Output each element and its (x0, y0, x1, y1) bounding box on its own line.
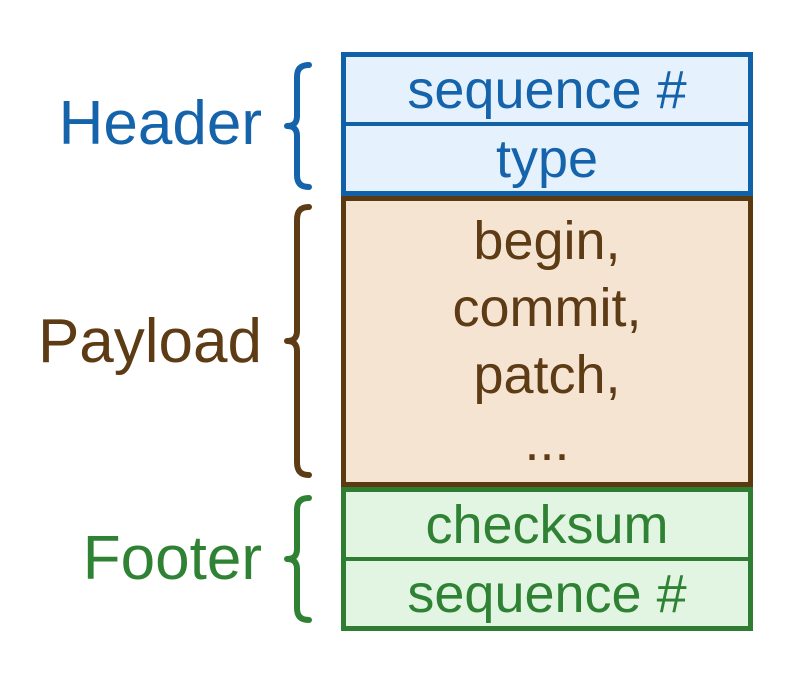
header-section-label: Header (58, 89, 262, 158)
payload-line-patch: patch, (473, 344, 621, 405)
payload-box: begin, commit, patch, ... (341, 196, 753, 487)
payload-line-commit: commit, (452, 277, 642, 338)
footer-box: checksum sequence # (341, 487, 753, 631)
footer-brace-icon (284, 495, 312, 623)
payload-section-label: Payload (37, 306, 262, 376)
header-cell-sequence-number: sequence # (346, 57, 748, 126)
footer-cell-sequence-number: sequence # (407, 563, 687, 624)
payload-brace-icon (284, 204, 312, 478)
footer-cell-checksum: checksum (346, 492, 748, 561)
footer-section-label: Footer (82, 524, 262, 593)
payload-line-ellipsis: ... (524, 411, 570, 472)
header-brace-icon (284, 62, 312, 190)
payload-line-begin: begin, (473, 210, 621, 271)
header-cell-type: type (495, 128, 599, 189)
header-box: sequence # type (341, 52, 753, 196)
